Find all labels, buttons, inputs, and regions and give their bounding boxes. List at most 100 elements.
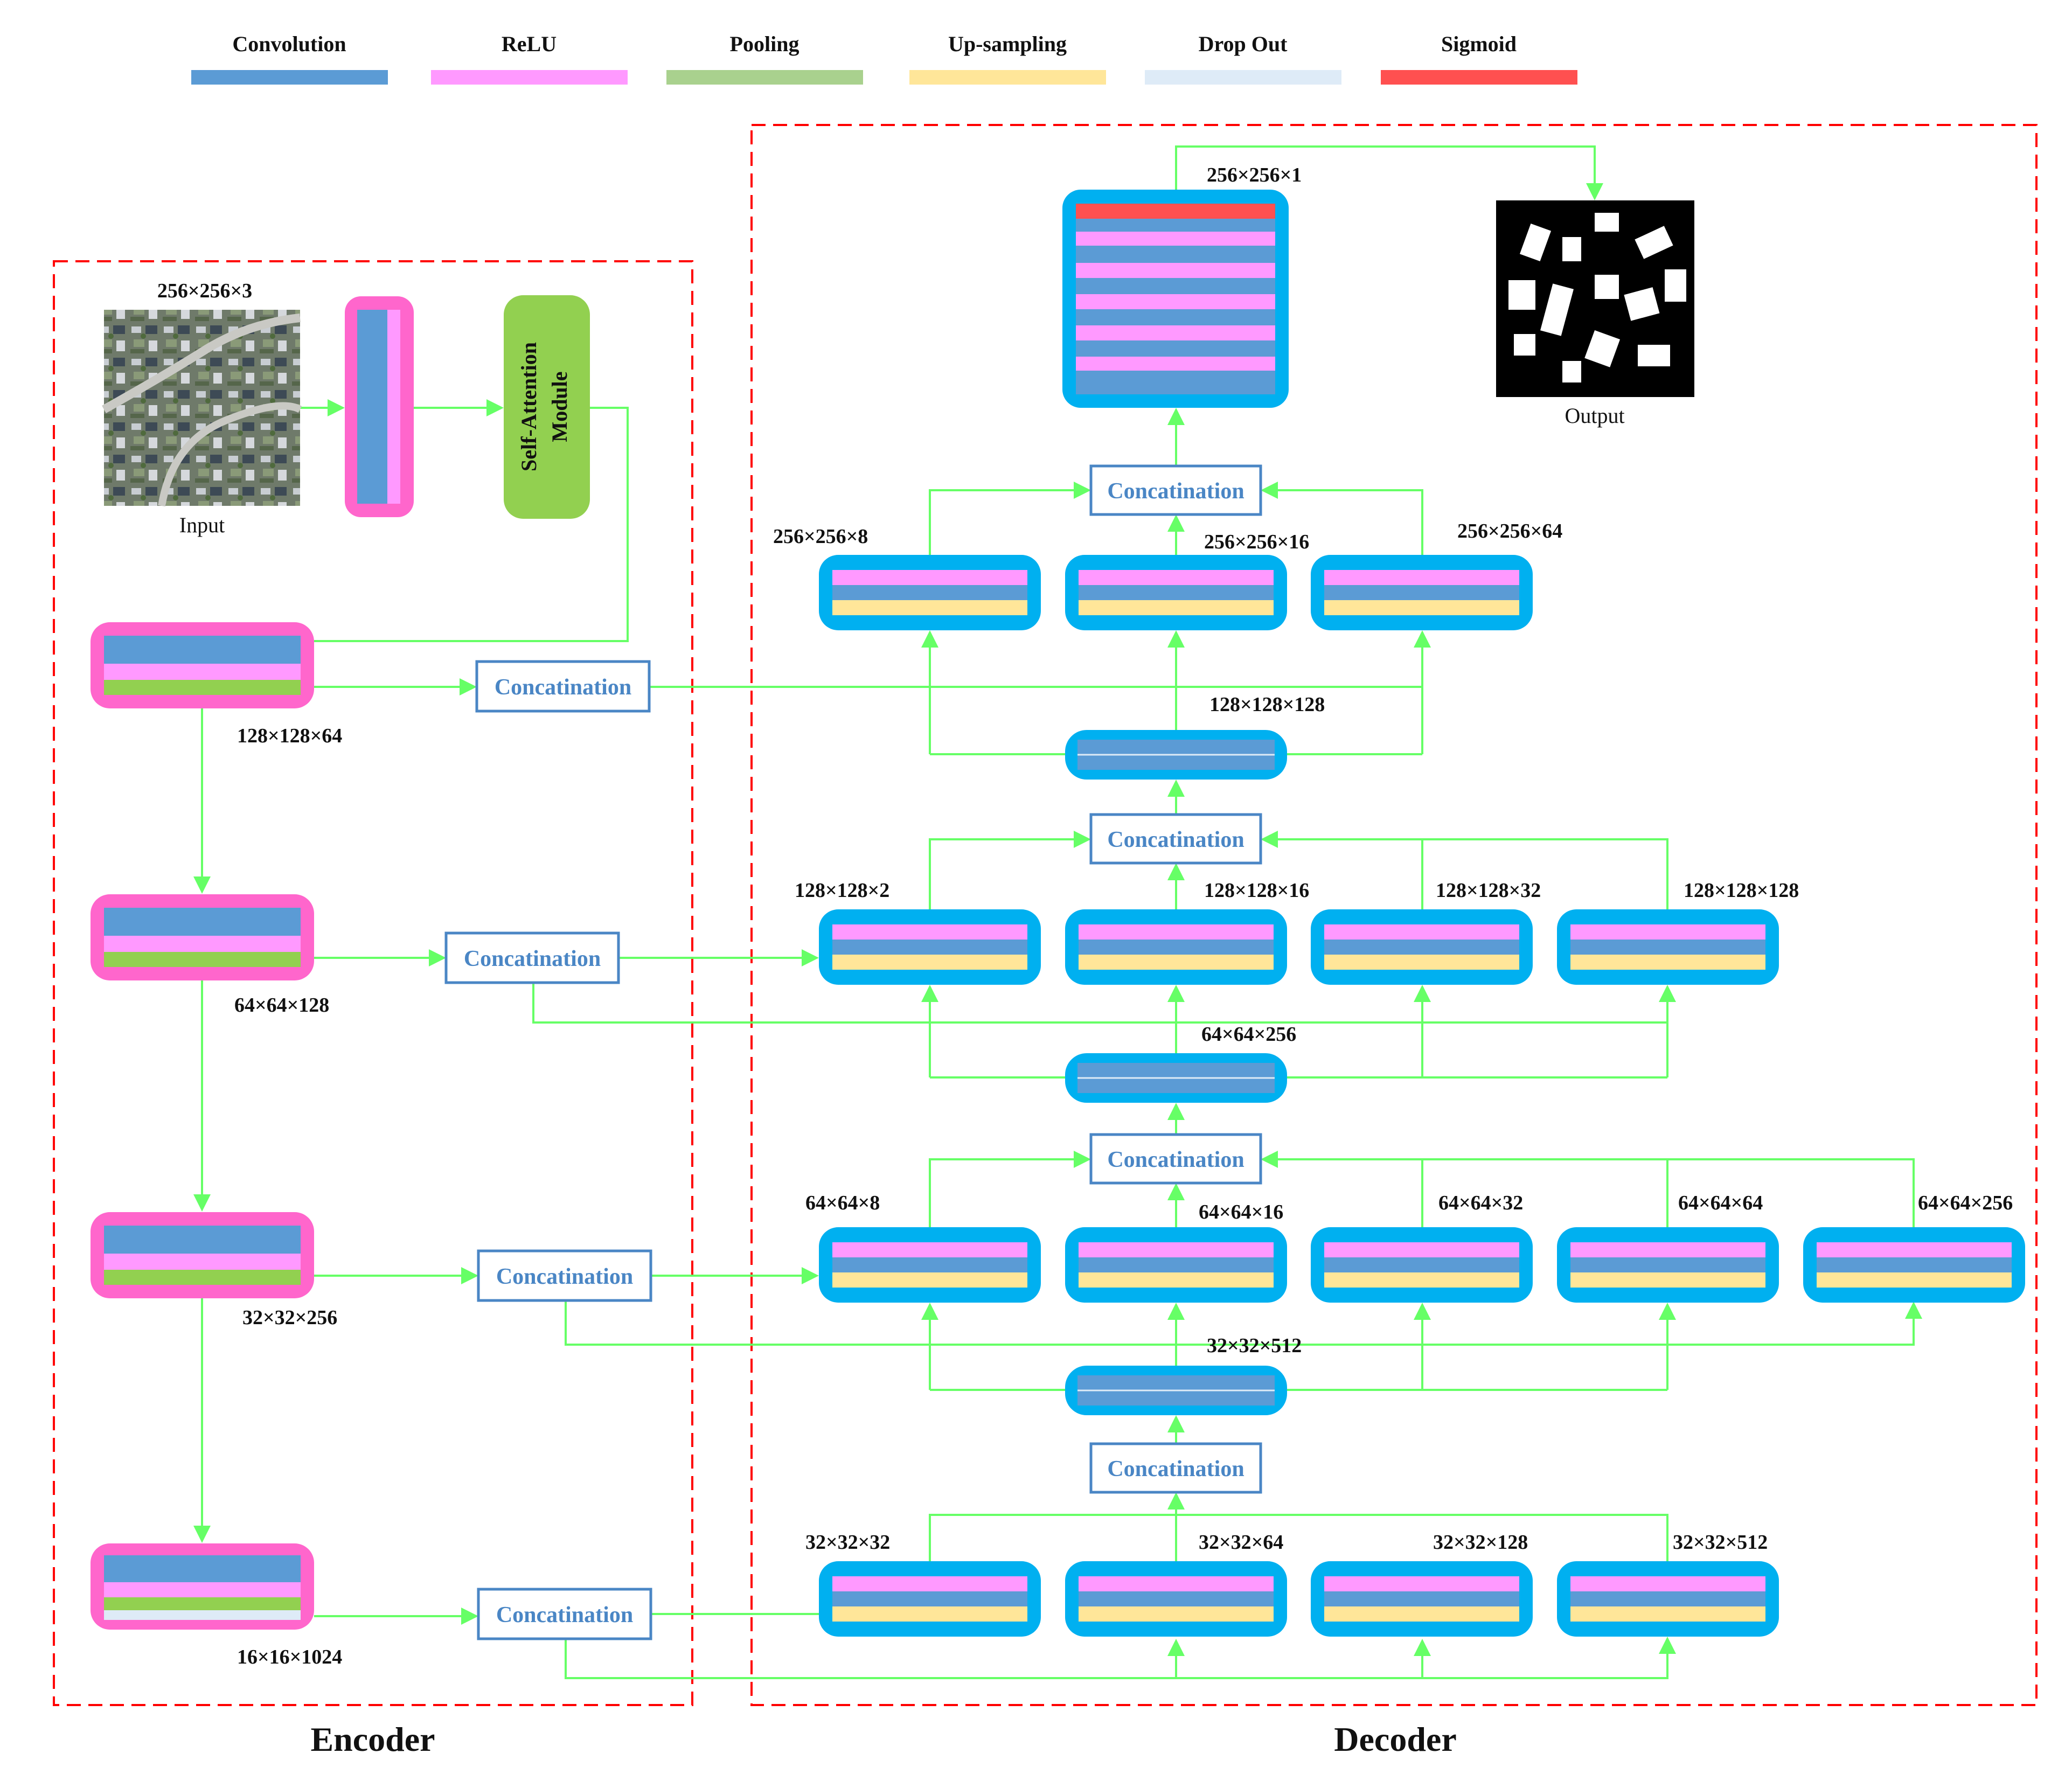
concat-box	[1089, 1133, 1262, 1185]
concat-box	[1089, 1442, 1262, 1494]
decoder-layer-relu	[1324, 1242, 1519, 1257]
decoder-layer-relu	[1079, 1576, 1274, 1591]
input-label: Input	[179, 513, 225, 537]
encoder-layer-conv	[104, 1555, 301, 1569]
encoder-dims-3: 32×32×256	[242, 1306, 337, 1329]
decoder-layer-conv	[1817, 1257, 2012, 1272]
encoder-layer-pool	[104, 1270, 301, 1285]
decoder-layer-conv	[1570, 940, 1765, 955]
concat-label: Concatination	[495, 675, 631, 700]
decoder-layer-conv	[1324, 585, 1519, 600]
encoder-layer-pool	[104, 1597, 301, 1610]
decoder-layer-relu	[1570, 1576, 1765, 1591]
center-layer-conv	[1077, 755, 1275, 770]
encoder-title: Encoder	[310, 1720, 435, 1758]
encoder-layer-dropout	[104, 1610, 301, 1620]
self-attention-line1: Self-Attention	[517, 342, 541, 471]
center-layer-conv	[1077, 1390, 1275, 1406]
decoder-layer-relu	[1324, 1576, 1519, 1591]
arrow	[1261, 1151, 1915, 1227]
decoder-layer-upsample	[1079, 1272, 1274, 1288]
row1-dims-2: 256×256×16	[1204, 531, 1309, 553]
decoder-layer-upsample	[1324, 600, 1519, 615]
decoder-layer-conv	[1079, 940, 1274, 955]
row4-dims-3: 32×32×128	[1433, 1531, 1528, 1554]
decoder-layer-conv	[1079, 1591, 1274, 1606]
concat-box	[477, 1588, 652, 1640]
output-image	[1496, 200, 1694, 397]
decoder-layer-relu	[1079, 924, 1274, 940]
decoder-layer-upsample	[1324, 955, 1519, 970]
row1-dims-1: 256×256×8	[773, 525, 868, 548]
concat-box	[475, 660, 651, 713]
center-layer-conv	[1077, 1078, 1275, 1093]
concat-label: Concatination	[1107, 827, 1244, 852]
decoder-layer-upsample	[1324, 1272, 1519, 1288]
encoder-layer-relu	[104, 664, 301, 680]
connectors	[193, 145, 1922, 1679]
encoder-layer-conv	[104, 636, 301, 651]
decoder-layer-upsample	[1570, 1606, 1765, 1622]
legend-swatch	[431, 70, 628, 85]
concat-label: Concatination	[496, 1603, 633, 1627]
concat-label: Concatination	[1107, 1147, 1244, 1172]
encoder-layer-conv	[104, 908, 301, 923]
arrow	[929, 831, 1091, 909]
decoder-layer-conv	[1324, 1591, 1519, 1606]
output-block	[1062, 190, 1289, 408]
encoder-dims-1: 128×128×64	[237, 725, 342, 747]
decoder-layer-relu	[1570, 924, 1765, 940]
decoder-blocks	[819, 555, 2025, 1637]
decoder-labels: 256×256×8 256×256×16 256×256×64 128×128×…	[773, 520, 2013, 1554]
encoder-layer-conv	[104, 1226, 301, 1241]
arrow	[565, 1637, 1676, 1679]
concat-label: Concatination	[1107, 1457, 1244, 1481]
row3-dims-2: 64×64×16	[1199, 1201, 1283, 1223]
decoder-frame	[750, 124, 2038, 1706]
decoder-layer-upsample	[1079, 1606, 1274, 1622]
legend-swatch	[909, 70, 1106, 85]
arrow	[929, 1151, 1091, 1227]
legend-swatch	[1381, 70, 1577, 85]
legend-label: Convolution	[232, 32, 346, 56]
encoder-dims-2: 64×64×128	[234, 994, 329, 1017]
decoder-layer-upsample	[1079, 600, 1274, 615]
legend-label: Sigmoid	[1441, 32, 1517, 56]
row2-center-dims: 64×64×256	[1201, 1023, 1296, 1046]
legend-label: Pooling	[730, 32, 799, 56]
concat-box	[444, 931, 620, 984]
decoder-title: Decoder	[1334, 1720, 1456, 1758]
decoder-layer-relu	[1817, 1242, 2012, 1257]
encoder-layer-pool	[104, 952, 301, 967]
row3-center-dims: 32×32×512	[1207, 1334, 1302, 1357]
encoder-layer-conv	[104, 651, 301, 664]
legend-swatch	[666, 70, 863, 85]
decoder-layer-upsample	[1324, 1606, 1519, 1622]
legend-swatch	[191, 70, 388, 85]
legend-label: Up-sampling	[948, 32, 1067, 56]
decoder-layer-conv	[1324, 940, 1519, 955]
arrow	[1175, 145, 1603, 200]
row4-dims-4: 32×32×512	[1673, 1531, 1768, 1554]
row3-dims-3: 64×64×32	[1438, 1192, 1523, 1214]
first-conv-block	[345, 296, 414, 517]
output-dims: 256×256×1	[1207, 164, 1302, 186]
row4-dims-1: 32×32×32	[805, 1531, 890, 1554]
center-layer-conv	[1077, 1063, 1275, 1078]
row4-dims-2: 32×32×64	[1199, 1531, 1283, 1554]
legend-swatch	[1145, 70, 1341, 85]
concat-box	[1089, 813, 1262, 865]
decoder-layer-conv	[832, 940, 1027, 955]
decoder-layer-upsample	[832, 1606, 1027, 1622]
decoder-layer-relu	[1079, 570, 1274, 585]
encoder-layer-conv	[104, 1569, 301, 1582]
decoder-layer-conv	[1079, 1257, 1274, 1272]
row3-dims-4: 64×64×64	[1678, 1192, 1763, 1214]
decoder-layer-relu	[1324, 924, 1519, 940]
row2-dims-2: 128×128×16	[1204, 879, 1309, 902]
encoder-blocks	[91, 622, 314, 1630]
connector-line	[532, 983, 1667, 1024]
encoder-layer-relu	[104, 1582, 301, 1597]
decoder-layer-conv	[1079, 585, 1274, 600]
